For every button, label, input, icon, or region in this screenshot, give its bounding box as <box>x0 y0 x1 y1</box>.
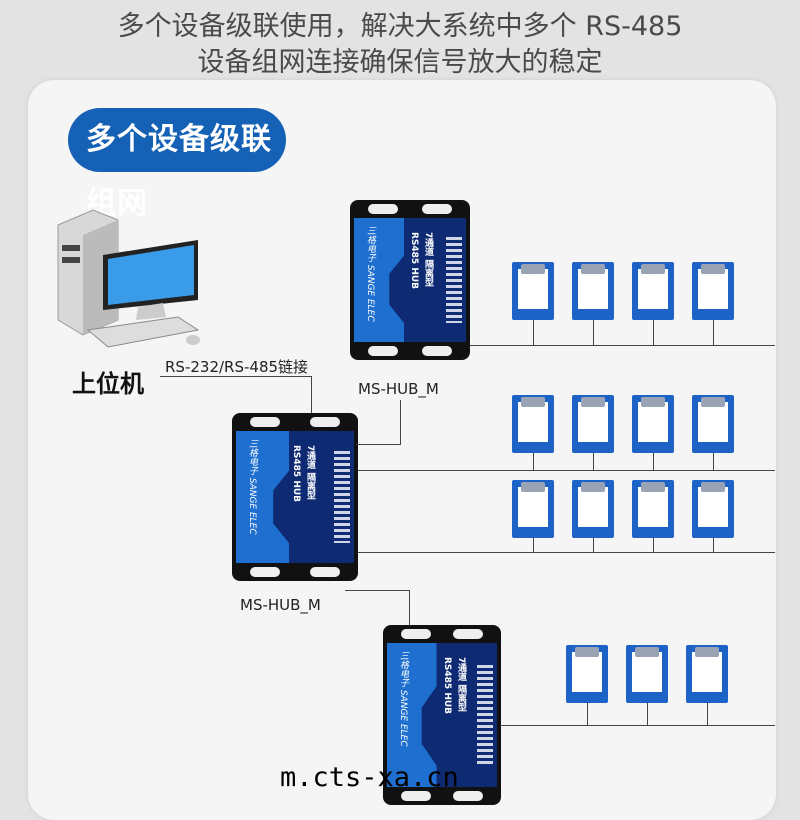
sensor-drop-line <box>713 320 714 345</box>
sensor-device <box>626 645 668 703</box>
sensor-drop-line <box>593 320 594 345</box>
hub-spec: 7通道 隔离型 <box>423 232 433 287</box>
sensor-device <box>512 480 554 538</box>
hub-model: RS485 HUB <box>409 232 419 290</box>
hub-brand: 三格电子 SANGE ELEC <box>247 439 257 535</box>
sensor-device <box>632 262 674 320</box>
sensor-drop-line <box>587 703 588 725</box>
rs485-hub-device: 三格电子 SANGE ELEC RS485 HUB 7通道 隔离型 <box>350 200 470 360</box>
sensor-drop-line <box>653 538 654 552</box>
hub-spec: 7通道 隔离型 <box>456 657 466 712</box>
cascade-line <box>409 590 410 625</box>
link-label: RS-232/RS-485链接 <box>165 358 309 376</box>
sensor-device <box>512 395 554 453</box>
sensor-device <box>686 645 728 703</box>
header-line-2: 设备组网连接确保信号放大的稳定 <box>197 47 603 78</box>
terminal-block <box>477 664 493 766</box>
sensor-device <box>572 480 614 538</box>
hub-brand: 三格电子 SANGE ELEC <box>365 226 375 322</box>
cascade-line <box>356 444 401 445</box>
terminal-block <box>334 450 350 544</box>
terminal-block <box>446 236 462 324</box>
rs485-hub-device: 三格电子 SANGE ELEC RS485 HUB 7通道 隔离型 <box>383 625 501 805</box>
hub-label-1: MS-HUB_M <box>358 380 439 398</box>
bus-line <box>358 552 775 553</box>
sensor-device <box>572 395 614 453</box>
sensor-drop-line <box>713 453 714 470</box>
sensor-drop-line <box>647 703 648 725</box>
sensor-drop-line <box>653 320 654 345</box>
sensor-device <box>692 395 734 453</box>
sensor-device <box>566 645 608 703</box>
sensor-drop-line <box>593 453 594 470</box>
section-title: 多个设备级联组网 <box>68 108 286 221</box>
sensor-device <box>692 262 734 320</box>
sensor-device <box>692 480 734 538</box>
hub-model: RS485 HUB <box>442 657 452 715</box>
hub-model: RS485 HUB <box>291 445 301 503</box>
computer-icon <box>57 209 200 348</box>
sensor-drop-line <box>593 538 594 552</box>
sensor-drop-line <box>533 320 534 345</box>
sensor-device <box>572 262 614 320</box>
bus-line <box>470 345 775 346</box>
bus-line <box>358 470 775 471</box>
cascade-line <box>400 400 401 444</box>
cascade-line <box>345 590 410 591</box>
header-line-1: 多个设备级联使用，解决大系统中多个 RS-485 <box>117 11 683 42</box>
sensor-drop-line <box>533 538 534 552</box>
bus-line <box>500 725 775 726</box>
sensor-drop-line <box>653 453 654 470</box>
hub-brand: 三格电子 SANGE ELEC <box>398 651 408 747</box>
sensor-drop-line <box>707 703 708 725</box>
watermark: m.cts-xa.cn <box>280 762 459 793</box>
rs485-hub-device: 三格电子 SANGE ELEC RS485 HUB 7通道 隔离型 <box>232 413 358 581</box>
host-label: 上位机 <box>72 370 144 398</box>
sensor-drop-line <box>713 538 714 552</box>
sensor-device <box>632 480 674 538</box>
sensor-device <box>512 262 554 320</box>
hub-spec: 7通道 隔离型 <box>305 445 315 500</box>
hub-label-2: MS-HUB_M <box>240 596 321 614</box>
sensor-device <box>632 395 674 453</box>
link-line <box>160 376 312 377</box>
link-line-drop <box>311 376 312 414</box>
sensor-drop-line <box>533 453 534 470</box>
